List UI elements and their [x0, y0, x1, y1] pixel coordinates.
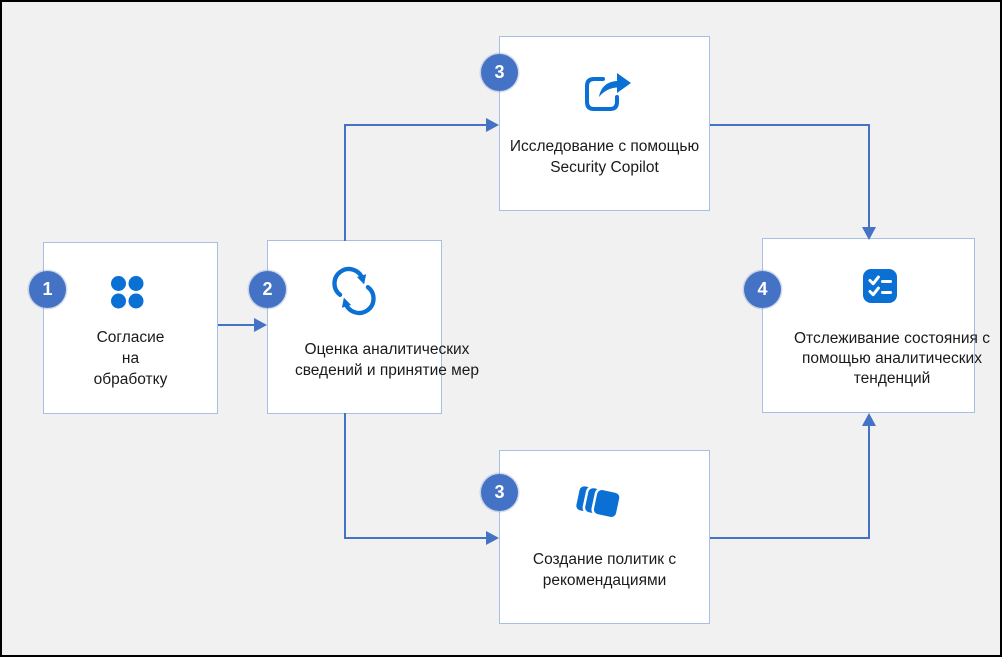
step-badge: 1: [29, 271, 66, 308]
arrow-head: [254, 318, 267, 332]
connector-evaluate-investigate-h: [344, 124, 488, 126]
step-badge: 3: [481, 54, 518, 91]
step-label-line: обработку: [93, 371, 168, 388]
step-card-consent: [43, 242, 218, 414]
step-label-line: рекомендациями: [542, 572, 667, 589]
connector-evaluate-policies-h: [344, 537, 488, 539]
step-card-investigate: [499, 36, 710, 211]
step-label: Создание политик с рекомендациями: [499, 549, 710, 591]
connector-consent-evaluate: [218, 324, 258, 326]
step-label-line: помощью аналитических: [802, 350, 982, 367]
grid-dots-icon: [109, 274, 145, 310]
step-card-track-status: [762, 238, 975, 413]
step-label-line: на: [121, 350, 140, 367]
step-number: 3: [494, 482, 505, 502]
step-badge: 2: [249, 271, 286, 308]
step-number: 4: [757, 279, 768, 299]
step-badge: 4: [744, 271, 781, 308]
step-label: Исследование с помощью Security Copilot: [499, 136, 710, 178]
step-label-line: Оценка аналитических: [304, 341, 470, 358]
step-label-line: тенденций: [853, 370, 931, 387]
arrow-head: [862, 227, 876, 240]
step-number: 1: [42, 279, 53, 299]
checklist-icon: [861, 267, 899, 305]
step-label: Оценка аналитических сведений и принятие…: [287, 339, 487, 381]
connector-policies-track-h: [710, 537, 870, 539]
step-card-evaluate: [267, 240, 442, 414]
sync-icon: [331, 266, 377, 316]
connector-investigate-track-v: [868, 124, 870, 228]
step-number: 2: [262, 279, 273, 299]
step-label-line: Отслеживание состояния с: [794, 330, 990, 347]
step-label: Отслеживание состояния с помощью аналити…: [777, 329, 1000, 389]
arrow-head: [862, 413, 876, 426]
connector-evaluate-investigate-v: [344, 124, 346, 241]
step-card-create-policies: [499, 450, 710, 624]
arrow-head: [486, 531, 499, 545]
connector-investigate-track-h: [710, 124, 870, 126]
connector-evaluate-policies-v: [344, 413, 346, 539]
share-icon: [581, 69, 633, 115]
step-label: Согласие на обработку: [43, 327, 218, 390]
arrow-head: [486, 118, 499, 132]
connector-policies-track-v: [868, 425, 870, 539]
step-label-line: Создание политик с: [532, 551, 677, 568]
step-label-line: Исследование с помощью: [509, 138, 700, 155]
step-badge: 3: [481, 474, 518, 511]
layers-icon: [573, 477, 622, 525]
step-label-line: Согласие: [96, 329, 165, 346]
step-number: 3: [494, 62, 505, 82]
step-label-line: Security Copilot: [550, 159, 659, 176]
step-label-line: сведений и принятие мер: [294, 362, 480, 379]
